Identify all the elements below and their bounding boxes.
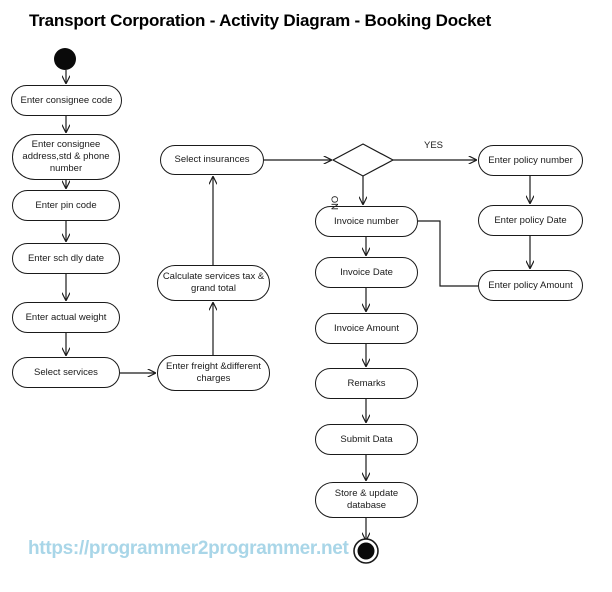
node-label: Enter policy number: [488, 154, 573, 166]
node-invoice-amount[interactable]: Invoice Amount: [315, 313, 418, 344]
node-label: Invoice number: [334, 215, 399, 227]
insurance-decision-diamond: [331, 143, 395, 177]
node-label: Enter consignee address,std & phone numb…: [22, 139, 110, 174]
node-select-insurances[interactable]: Select insurances: [160, 145, 264, 175]
node-enter-pin-code[interactable]: Enter pin code: [12, 190, 120, 221]
edge-label-yes: YES: [424, 140, 444, 151]
node-label: Select services: [34, 366, 98, 378]
node-label: Enter actual weight: [25, 311, 107, 323]
node-invoice-date[interactable]: Invoice Date: [315, 257, 418, 288]
node-label: Enter pin code: [35, 199, 97, 211]
node-enter-freight-charges[interactable]: Enter freight &different charges: [157, 355, 270, 391]
node-label: Enter policy Date: [494, 214, 567, 226]
node-enter-actual-weight[interactable]: Enter actual weight: [12, 302, 120, 333]
node-label: Invoice Date: [340, 266, 393, 278]
node-store-update-database[interactable]: Store & update database: [315, 482, 418, 518]
node-enter-consignee-code[interactable]: Enter consignee code: [11, 85, 122, 116]
node-label: Remarks: [347, 377, 386, 389]
edge-invoice-number-to-policy-amount: [418, 220, 478, 287]
node-enter-policy-amount[interactable]: Enter policy Amount: [478, 270, 583, 301]
node-enter-sch-dly-date[interactable]: Enter sch dly date: [12, 243, 120, 274]
node-enter-policy-date[interactable]: Enter policy Date: [478, 205, 583, 236]
node-label: Calculate services tax & grand total: [162, 271, 265, 294]
edge-label-no: NO: [330, 195, 341, 210]
node-label: Enter consignee code: [20, 94, 113, 106]
node-label: Submit Data: [340, 433, 393, 445]
watermark-url: https://programmer2programmer.net: [28, 538, 349, 559]
end-node-core: [357, 542, 375, 560]
node-invoice-number[interactable]: Invoice number: [315, 206, 418, 237]
node-enter-consignee-address[interactable]: Enter consignee address,std & phone numb…: [12, 134, 120, 180]
node-calculate-services-tax[interactable]: Calculate services tax & grand total: [157, 265, 270, 301]
node-label: Enter sch dly date: [27, 252, 105, 264]
node-submit-data[interactable]: Submit Data: [315, 424, 418, 455]
node-label: Enter freight &different charges: [166, 361, 261, 384]
page-title: Transport Corporation - Activity Diagram…: [29, 11, 492, 30]
node-label: Select insurances: [174, 154, 250, 166]
node-label: Store & update database: [334, 488, 399, 511]
node-select-services[interactable]: Select services: [12, 357, 120, 388]
start-node: [54, 48, 76, 70]
node-enter-policy-number[interactable]: Enter policy number: [478, 145, 583, 176]
node-label: Invoice Amount: [334, 322, 399, 334]
node-label: Enter policy Amount: [488, 279, 573, 291]
node-remarks[interactable]: Remarks: [315, 368, 418, 399]
